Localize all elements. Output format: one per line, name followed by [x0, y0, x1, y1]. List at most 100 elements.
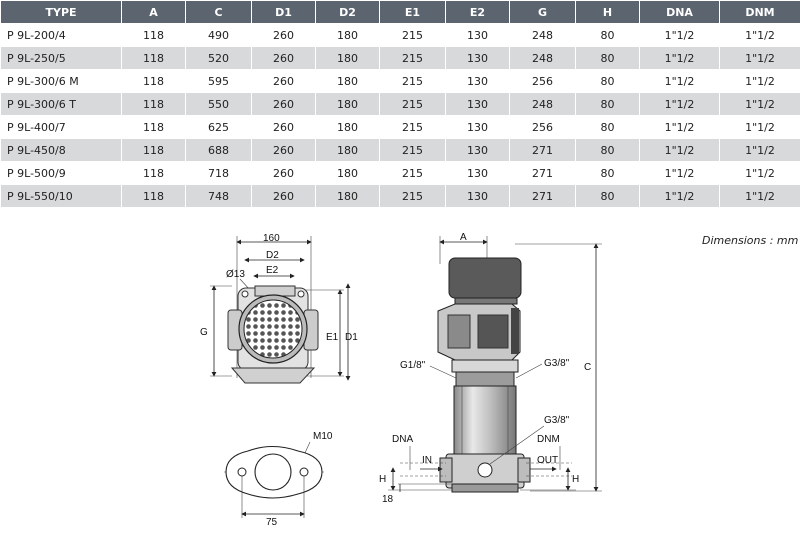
- dim-label-g: G: [200, 327, 208, 338]
- table-cell: 130: [445, 161, 510, 185]
- table-cell: 688: [185, 138, 252, 162]
- side-view: A C G1/8" G3/8" G3/8": [379, 232, 602, 505]
- dim-label-g18: G1/8": [400, 360, 426, 371]
- dim-label-a: A: [460, 232, 467, 243]
- table-cell: 248: [509, 46, 576, 70]
- table-cell: 256: [509, 69, 576, 93]
- table-cell: 80: [575, 23, 640, 47]
- dim-label-75: 75: [266, 517, 278, 528]
- table-cell: 1"1/2: [719, 69, 800, 93]
- table-cell: 490: [185, 23, 252, 47]
- table-cell: 215: [379, 184, 446, 208]
- table-cell: 260: [251, 184, 316, 208]
- table-cell: 1"1/2: [639, 46, 720, 70]
- table-cell: 1"1/2: [639, 23, 720, 47]
- column-header-dnm: DNM: [719, 0, 800, 24]
- table-cell: 271: [509, 138, 576, 162]
- table-cell: P 9L-200/4: [0, 23, 122, 47]
- table-cell: 215: [379, 138, 446, 162]
- column-header-a: A: [121, 0, 186, 24]
- table-cell: P 9L-550/10: [0, 184, 122, 208]
- dim-label-hole: Ø13: [226, 269, 245, 280]
- table-cell: 118: [121, 23, 186, 47]
- table-cell: 260: [251, 46, 316, 70]
- table-cell: 180: [315, 138, 380, 162]
- table-cell: 215: [379, 115, 446, 139]
- dim-label-g38-bottom: G3/8": [544, 415, 570, 426]
- table-cell: 180: [315, 46, 380, 70]
- dim-label-h-left: H: [379, 474, 386, 485]
- table-cell: 1"1/2: [719, 92, 800, 116]
- dim-label-h-right: H: [572, 474, 579, 485]
- table-cell: 118: [121, 138, 186, 162]
- table-cell: 80: [575, 69, 640, 93]
- table-cell: P 9L-450/8: [0, 138, 122, 162]
- table-cell: 550: [185, 92, 252, 116]
- dim-label-g38-top: G3/8": [544, 358, 570, 369]
- table-cell: 1"1/2: [639, 92, 720, 116]
- table-cell: 260: [251, 138, 316, 162]
- table-cell: P 9L-300/6 M: [0, 69, 122, 93]
- table-cell: 180: [315, 161, 380, 185]
- table-cell: 520: [185, 46, 252, 70]
- table-cell: 180: [315, 23, 380, 47]
- table-cell: 1"1/2: [719, 46, 800, 70]
- column-header-g: G: [509, 0, 576, 24]
- table-cell: 256: [509, 115, 576, 139]
- dim-label-18: 18: [382, 494, 394, 505]
- table-cell: 1"1/2: [639, 115, 720, 139]
- table-cell: 80: [575, 46, 640, 70]
- table-cell: 260: [251, 92, 316, 116]
- table-cell: 1"1/2: [719, 184, 800, 208]
- table-cell: 1"1/2: [639, 69, 720, 93]
- column-header-c: C: [185, 0, 252, 24]
- dim-label-m10: M10: [313, 431, 333, 442]
- dimensions-unit-note: Dimensions : mm: [702, 234, 799, 247]
- table-cell: 1"1/2: [639, 184, 720, 208]
- table-cell: P 9L-250/5: [0, 46, 122, 70]
- table-cell: 118: [121, 69, 186, 93]
- table-cell: 80: [575, 161, 640, 185]
- table-cell: 118: [121, 161, 186, 185]
- dim-label-e1: E1: [326, 332, 339, 343]
- table-cell: 260: [251, 23, 316, 47]
- dim-label-c: C: [584, 362, 591, 373]
- dim-label-e2: E2: [266, 265, 279, 276]
- table-cell: 180: [315, 184, 380, 208]
- table-cell: 215: [379, 92, 446, 116]
- column-header-d2: D2: [315, 0, 380, 24]
- table-cell: P 9L-400/7: [0, 115, 122, 139]
- table-cell: P 9L-300/6 T: [0, 92, 122, 116]
- table-cell: 130: [445, 138, 510, 162]
- table-cell: 180: [315, 92, 380, 116]
- table-cell: 260: [251, 69, 316, 93]
- table-cell: 248: [509, 23, 576, 47]
- flange-view: M10 75: [224, 431, 333, 528]
- table-cell: 260: [251, 161, 316, 185]
- table-cell: 1"1/2: [719, 23, 800, 47]
- table-cell: 80: [575, 184, 640, 208]
- table-cell: 625: [185, 115, 252, 139]
- column-header-dna: DNA: [639, 0, 720, 24]
- table-cell: 118: [121, 184, 186, 208]
- table-cell: 118: [121, 46, 186, 70]
- table-cell: 248: [509, 92, 576, 116]
- column-header-h: H: [575, 0, 640, 24]
- table-cell: 130: [445, 69, 510, 93]
- column-header-e1: E1: [379, 0, 446, 24]
- table-cell: 80: [575, 115, 640, 139]
- table-cell: 748: [185, 184, 252, 208]
- table-cell: 1"1/2: [639, 161, 720, 185]
- table-cell: 80: [575, 92, 640, 116]
- table-cell: 595: [185, 69, 252, 93]
- table-cell: 130: [445, 46, 510, 70]
- column-header-d1: D1: [251, 0, 316, 24]
- table-cell: 118: [121, 92, 186, 116]
